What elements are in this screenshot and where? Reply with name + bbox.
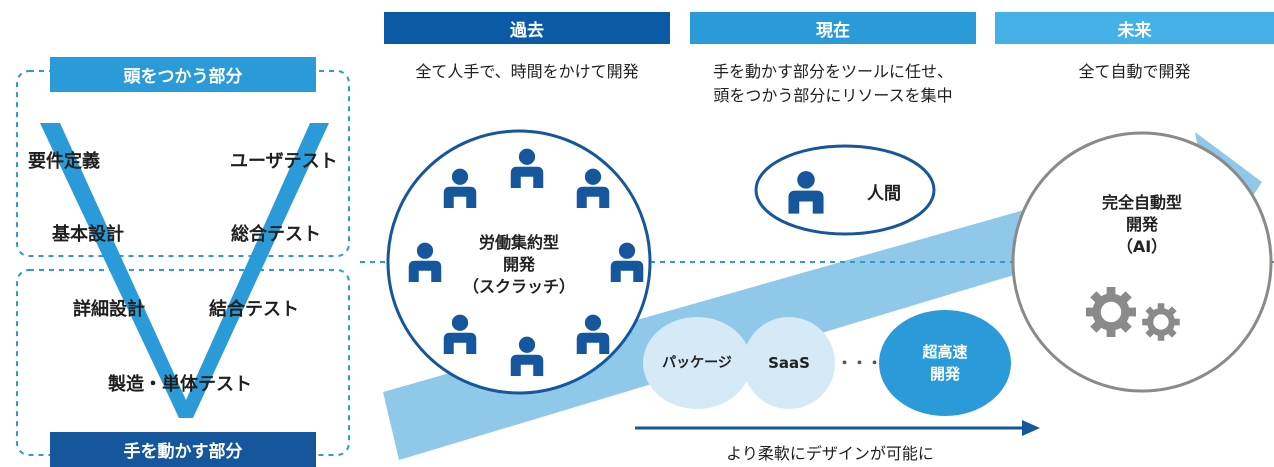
saas-label: SaaS — [768, 354, 810, 372]
thinking-part-box: 頭をつかう部分 — [50, 57, 316, 92]
era-future-desc: 全て自動で開発 — [1078, 62, 1191, 81]
person-icon — [510, 336, 544, 376]
future-line2: 開発 — [1125, 215, 1158, 234]
person-icon — [443, 314, 477, 354]
person-icon — [610, 242, 644, 282]
future-line1: 完全自動型 — [1101, 193, 1182, 212]
unit-test-label: 製造・単体テスト — [108, 374, 252, 395]
gear-icon — [1142, 303, 1180, 341]
labor-line3: （スクラッチ） — [462, 277, 575, 296]
person-icon — [408, 242, 442, 282]
superfast-line2: 開発 — [929, 365, 960, 383]
flexibility-note: より柔軟にデザインが可能に — [726, 444, 934, 463]
flexibility-arrow-head — [1022, 420, 1040, 436]
human-label: 人間 — [867, 184, 901, 204]
basic-design-label: 基本設計 — [52, 224, 124, 245]
era-past-header: 過去 — [384, 12, 670, 44]
gear-icons — [1086, 287, 1180, 341]
saas-ellipse — [743, 317, 835, 409]
human-ellipse — [754, 144, 936, 236]
user-test-label: ユーザテスト — [230, 151, 338, 172]
era-present-desc: 手を動かす部分をツールに任せ、 頭をつかう部分にリソースを集中 — [712, 62, 953, 105]
labor-intensive-text: 労働集約型 開発 （スクラッチ） — [440, 232, 598, 298]
era-present-header: 現在 — [690, 12, 976, 44]
package-label: パッケージ — [662, 355, 732, 371]
superfast-line1: 超高速 — [922, 343, 968, 361]
superfast-label: 超高速 開発 — [879, 310, 1011, 416]
future-circle — [1011, 131, 1273, 393]
doing-area-box — [16, 269, 350, 456]
person-icon — [576, 314, 610, 354]
doing-part-box: 手を動かす部分 — [50, 432, 316, 467]
person-icon — [576, 168, 610, 208]
package-ellipse — [643, 317, 751, 409]
future-line3: （AI） — [1116, 237, 1168, 256]
system-test-label: 総合テスト — [231, 224, 321, 245]
person-icon — [443, 168, 477, 208]
person-icon — [788, 171, 824, 214]
full-auto-text: 完全自動型 開発 （AI） — [1062, 192, 1222, 258]
person-icons — [408, 148, 824, 376]
era-future-header: 未来 — [995, 12, 1274, 44]
era-past-desc: 全て人手で、時間をかけて開発 — [415, 62, 639, 81]
ellipsis-label: ・・・ — [837, 354, 883, 372]
labor-title: 労働集約型 — [478, 233, 559, 252]
integration-test-label: 結合テスト — [209, 299, 299, 320]
labor-line2: 開発 — [502, 255, 535, 274]
v-shape — [40, 123, 329, 418]
person-icon — [510, 148, 544, 188]
superfast-ellipse — [879, 310, 1011, 416]
requirements-label: 要件定義 — [28, 151, 100, 172]
detailed-design-label: 詳細設計 — [73, 299, 145, 320]
gear-icon — [1086, 287, 1136, 337]
